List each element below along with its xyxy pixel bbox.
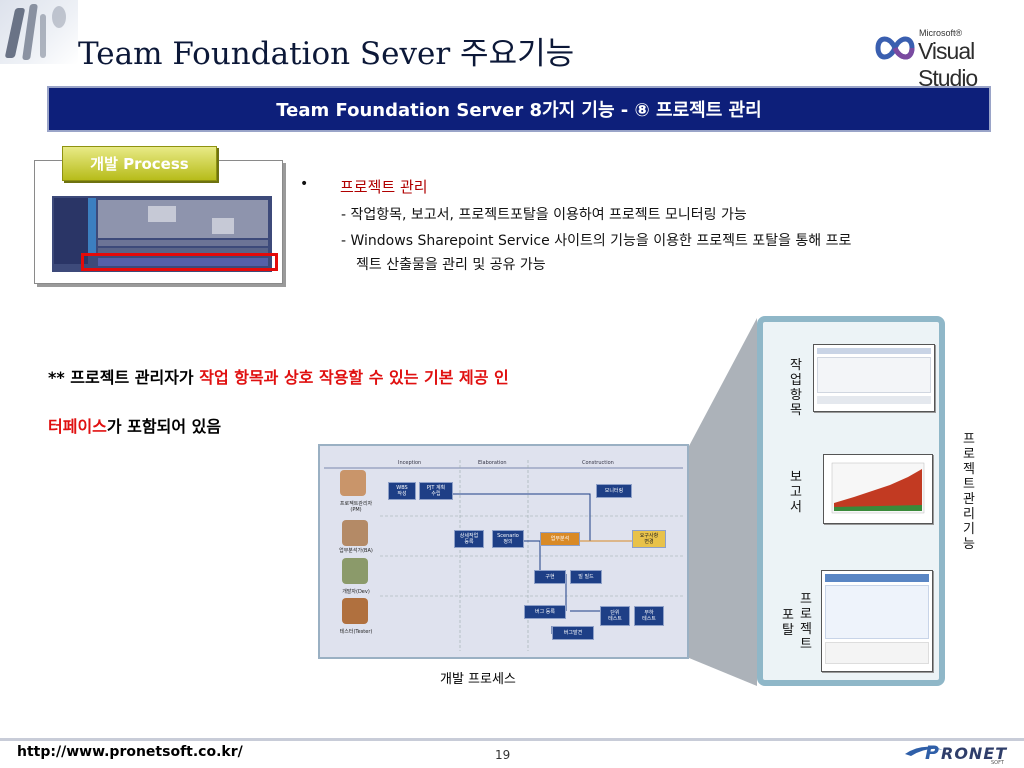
role-label: 프로젝트관리자(PM) [339,501,373,513]
page-number: 19 [495,748,511,762]
process-thumbnail-image [52,196,272,272]
bullet-line-1: - 작업항목, 보고서, 프로젝트포탈을 이용하여 프로젝트 모니터링 가능 [341,207,747,223]
footer-url: http://www.pronetsoft.co.kr/ [17,744,243,760]
note-suffix: 가 포함되어 있음 [106,417,222,436]
footer-divider [0,738,1024,741]
brand-sub: SOFT [991,760,1004,766]
node-business-analysis: 업무분석 [540,532,580,546]
bullet-heading: 프로젝트 관리 [340,178,428,196]
page-title: Team Foundation Sever 주요기능 [78,36,575,72]
section-banner: Team Foundation Server 8가지 기능 - ⑧ 프로젝트 관… [47,86,991,132]
diagram-lanes [324,460,683,651]
node-bug-register: 버그 등록 [524,605,566,619]
role-label: 업무분석가(BA) [339,548,373,554]
node-implement: 구현 [534,570,566,584]
bullet-line-3: 젝트 산출물을 관리 및 공유 가능 [356,257,546,273]
swoosh-icon [905,746,943,756]
role-label: 테스터(Tester) [339,629,373,635]
role-label: 개발자(Dev) [342,589,370,595]
node-monitoring: 모니터링 [596,484,632,498]
note-prefix: ** 프로젝트 관리자가 [48,368,200,387]
process-diagram: Inception Elaboration Construction 프로젝트관… [318,444,689,659]
note-highlight-2: 터페이스 [48,417,107,436]
process-tab-label: 개발 Process [62,146,217,181]
portal-screenshot [821,570,933,672]
bullet-line-2: - Windows Sharepoint Service 사이트의 기능을 이용… [341,233,852,249]
brand-name: RONET [941,744,1008,763]
avatar [342,598,368,624]
chart-icon [831,462,925,514]
note-highlight-1: 작업 항목과 상호 작용할 수 있는 기본 제공 인 [199,368,509,387]
pronet-logo: P RONET SOFT [903,740,1019,766]
note-line-2: 터페이스가 포함되어 있음 [48,413,221,437]
node-bug-found: 버그발견 [552,626,594,640]
reports-screenshot [823,454,933,524]
visual-studio-logo: Microsoft® Visual Studio [872,24,1020,91]
corner-graphic [0,0,78,64]
logo-big-text: Visual Studio [918,38,978,91]
bullet-item: • 프로젝트 관리 [300,176,428,196]
phase-label: Inception [398,460,422,466]
avatar [342,558,368,584]
avatar [340,470,366,496]
highlight-box [81,253,278,271]
avatar [342,520,368,546]
logo-small-text: Microsoft® [919,28,963,38]
diagram-caption: 개발 프로세스 [440,672,516,687]
node-build: 빌 빌드 [570,570,602,584]
work-items-screenshot [813,344,935,412]
note-line-1: ** 프로젝트 관리자가 작업 항목과 상호 작용할 수 있는 기본 제공 인 [48,364,509,388]
phase-label: Elaboration [478,460,507,466]
infinity-icon [875,36,915,60]
brand-initial: P [925,742,939,764]
bullet-dot: • [300,176,309,192]
phase-label: Construction [582,460,614,466]
